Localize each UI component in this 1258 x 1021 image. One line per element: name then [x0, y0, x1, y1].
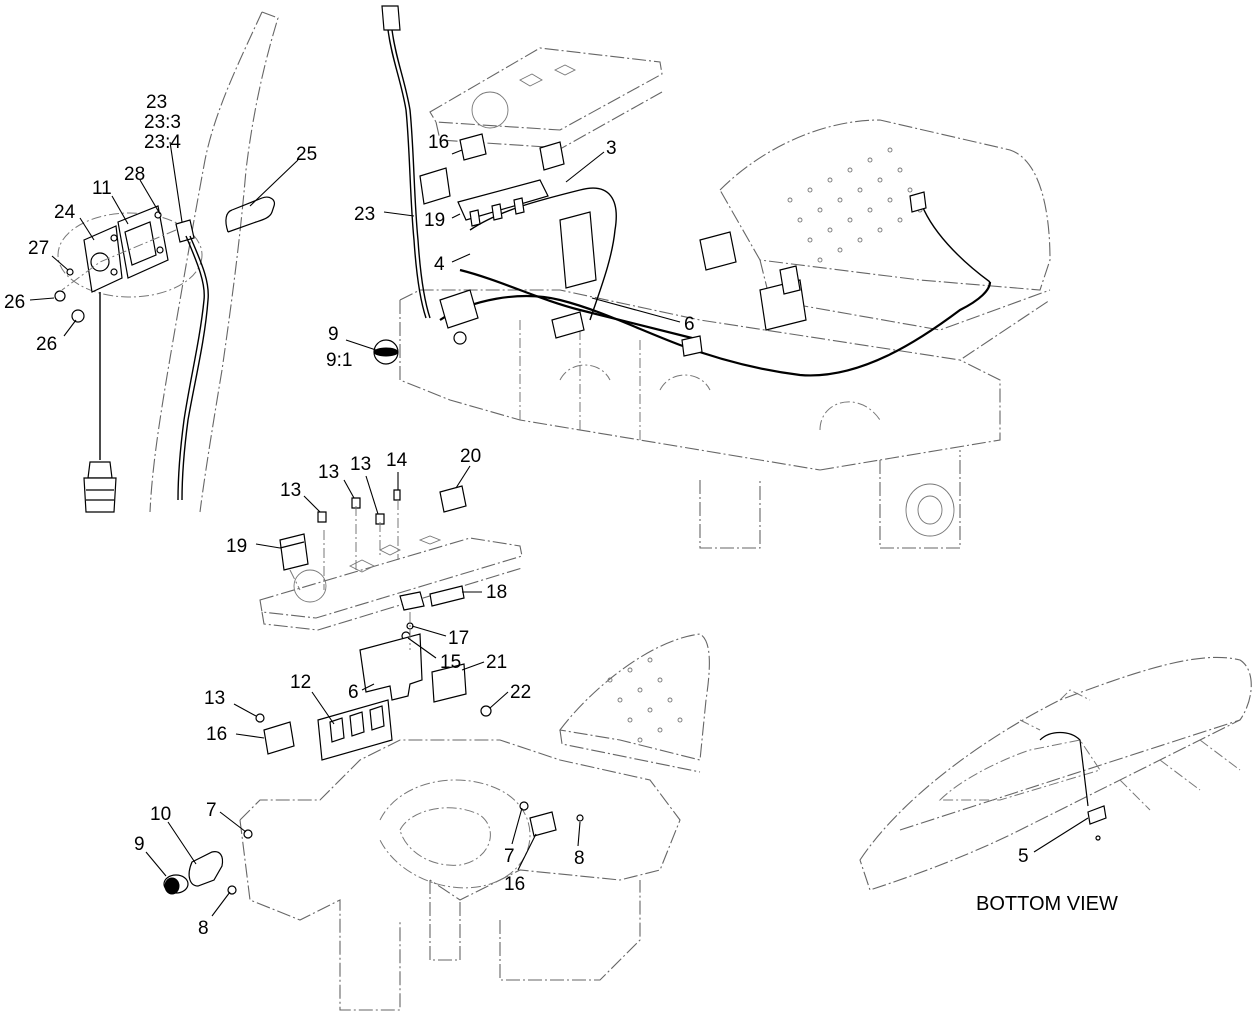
callout-26: 26 [36, 334, 57, 355]
hour-meter-assembly [54, 196, 275, 513]
callout-7: 7 [206, 800, 217, 821]
connector-16-lower [263, 721, 295, 755]
callout-17: 17 [448, 628, 469, 649]
bracket-6 [359, 633, 423, 701]
callout-25: 25 [296, 144, 317, 165]
switch-19 [419, 167, 451, 205]
callout-18: 18 [486, 582, 507, 603]
callout-13: 13 [280, 480, 301, 501]
frame-outline-top [399, 47, 1051, 549]
callout-22: 22 [510, 682, 531, 703]
callout-10: 10 [150, 804, 171, 825]
meter-connector [83, 477, 117, 513]
callout-28: 28 [124, 164, 145, 185]
callout-8: 8 [198, 918, 209, 939]
u-bolt [227, 196, 275, 233]
key-switch-18 [399, 591, 425, 611]
callout-8: 8 [574, 848, 585, 869]
switch-20 [439, 485, 467, 513]
bottom-view-caption: BOTTOM VIEW [976, 893, 1118, 915]
callout-5: 5 [1018, 846, 1029, 867]
callout-3: 3 [606, 138, 617, 159]
callout-9-1: 9:1 [326, 350, 352, 371]
callout-23: 23 [146, 92, 167, 113]
callout-23: 23 [354, 204, 375, 225]
callout-16: 16 [504, 874, 525, 895]
callout-13: 13 [350, 454, 371, 475]
callout-14: 14 [386, 450, 408, 471]
callout-16: 16 [428, 132, 449, 153]
callout-6: 6 [348, 682, 359, 703]
leader-lines [29, 141, 1089, 917]
top-connector [381, 5, 401, 31]
side-panel-outline [149, 11, 279, 513]
callout-9: 9 [328, 324, 339, 345]
callout-labels: 23 23:3 23:4 25 11 28 24 27 26 26 16 3 2… [4, 92, 1029, 939]
platform-holes [787, 147, 923, 263]
main-wiring-harness [373, 5, 992, 377]
callout-23-3: 23:3 [144, 112, 181, 133]
callout-24: 24 [54, 202, 76, 223]
callout-12: 12 [290, 672, 311, 693]
washer-26 [54, 290, 66, 302]
connector-16 [459, 133, 487, 161]
callout-6: 6 [684, 314, 695, 335]
switch-block [457, 179, 549, 221]
screw-27 [66, 268, 74, 276]
callout-19: 19 [226, 536, 247, 557]
callout-21: 21 [486, 652, 507, 673]
callout-7: 7 [504, 846, 515, 867]
callout-23-4: 23:4 [144, 132, 181, 153]
callout-15: 15 [440, 652, 461, 673]
chassis-frame-bottom [163, 633, 710, 1011]
callout-20: 20 [460, 446, 481, 467]
bottom-view [859, 656, 1252, 891]
callout-19: 19 [424, 210, 445, 231]
callout-16: 16 [206, 724, 227, 745]
nut-26 [71, 309, 85, 323]
callout-13: 13 [204, 688, 225, 709]
callout-11: 11 [92, 178, 112, 199]
callout-4: 4 [434, 254, 445, 275]
callout-27: 27 [28, 238, 49, 259]
callout-26: 26 [4, 292, 25, 313]
connector-16-frame [529, 811, 557, 837]
callout-13: 13 [318, 462, 339, 483]
switch-19-lower [279, 533, 309, 571]
control-panel-exploded [255, 485, 523, 761]
callout-9: 9 [134, 834, 145, 855]
sleeve-10 [188, 851, 224, 887]
module-21 [431, 663, 467, 703]
clip-5 [1087, 805, 1107, 825]
relay-bracket [559, 211, 597, 289]
